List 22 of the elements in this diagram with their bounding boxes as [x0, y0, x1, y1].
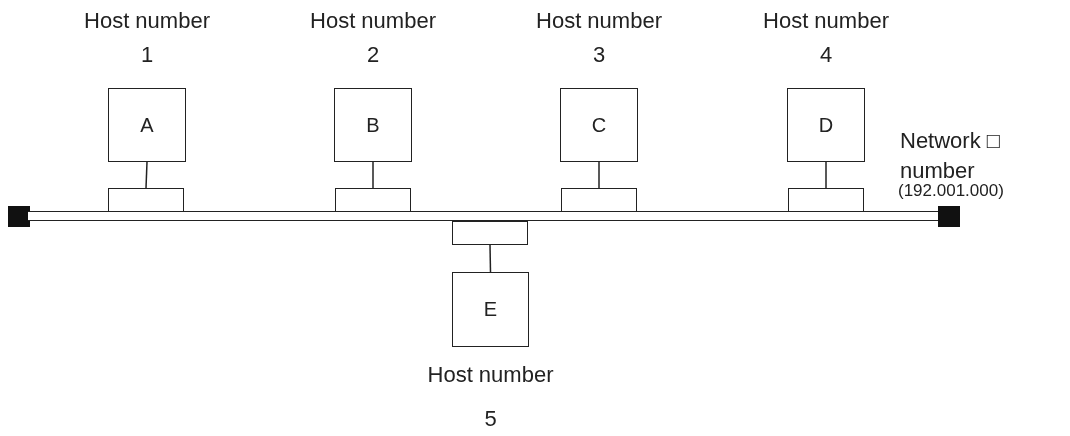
- connector-box: [561, 188, 637, 212]
- host-number-label: Host number 2: [309, 7, 437, 69]
- connector-box: [335, 188, 411, 212]
- host-box: B: [334, 88, 412, 162]
- host-number-label: Host number 3: [535, 7, 663, 69]
- host-number-label: Host number 1: [83, 7, 211, 69]
- connector-box: [788, 188, 864, 212]
- connector-line: [825, 161, 827, 189]
- terminator-block: [938, 206, 960, 227]
- host-box: E: [452, 272, 529, 347]
- connector-line: [372, 161, 374, 189]
- host-box: C: [560, 88, 638, 162]
- connector-line: [598, 161, 600, 189]
- host-box: A: [108, 88, 186, 162]
- connector-line: [145, 161, 148, 189]
- host-number-label: Host number 4: [762, 7, 890, 69]
- connector-box: [108, 188, 184, 212]
- host-number-label: Host number 5: [426, 361, 555, 433]
- host-box: D: [787, 88, 865, 162]
- connector-box: [452, 221, 528, 245]
- terminator-block: [8, 206, 30, 227]
- connector-line: [489, 244, 492, 273]
